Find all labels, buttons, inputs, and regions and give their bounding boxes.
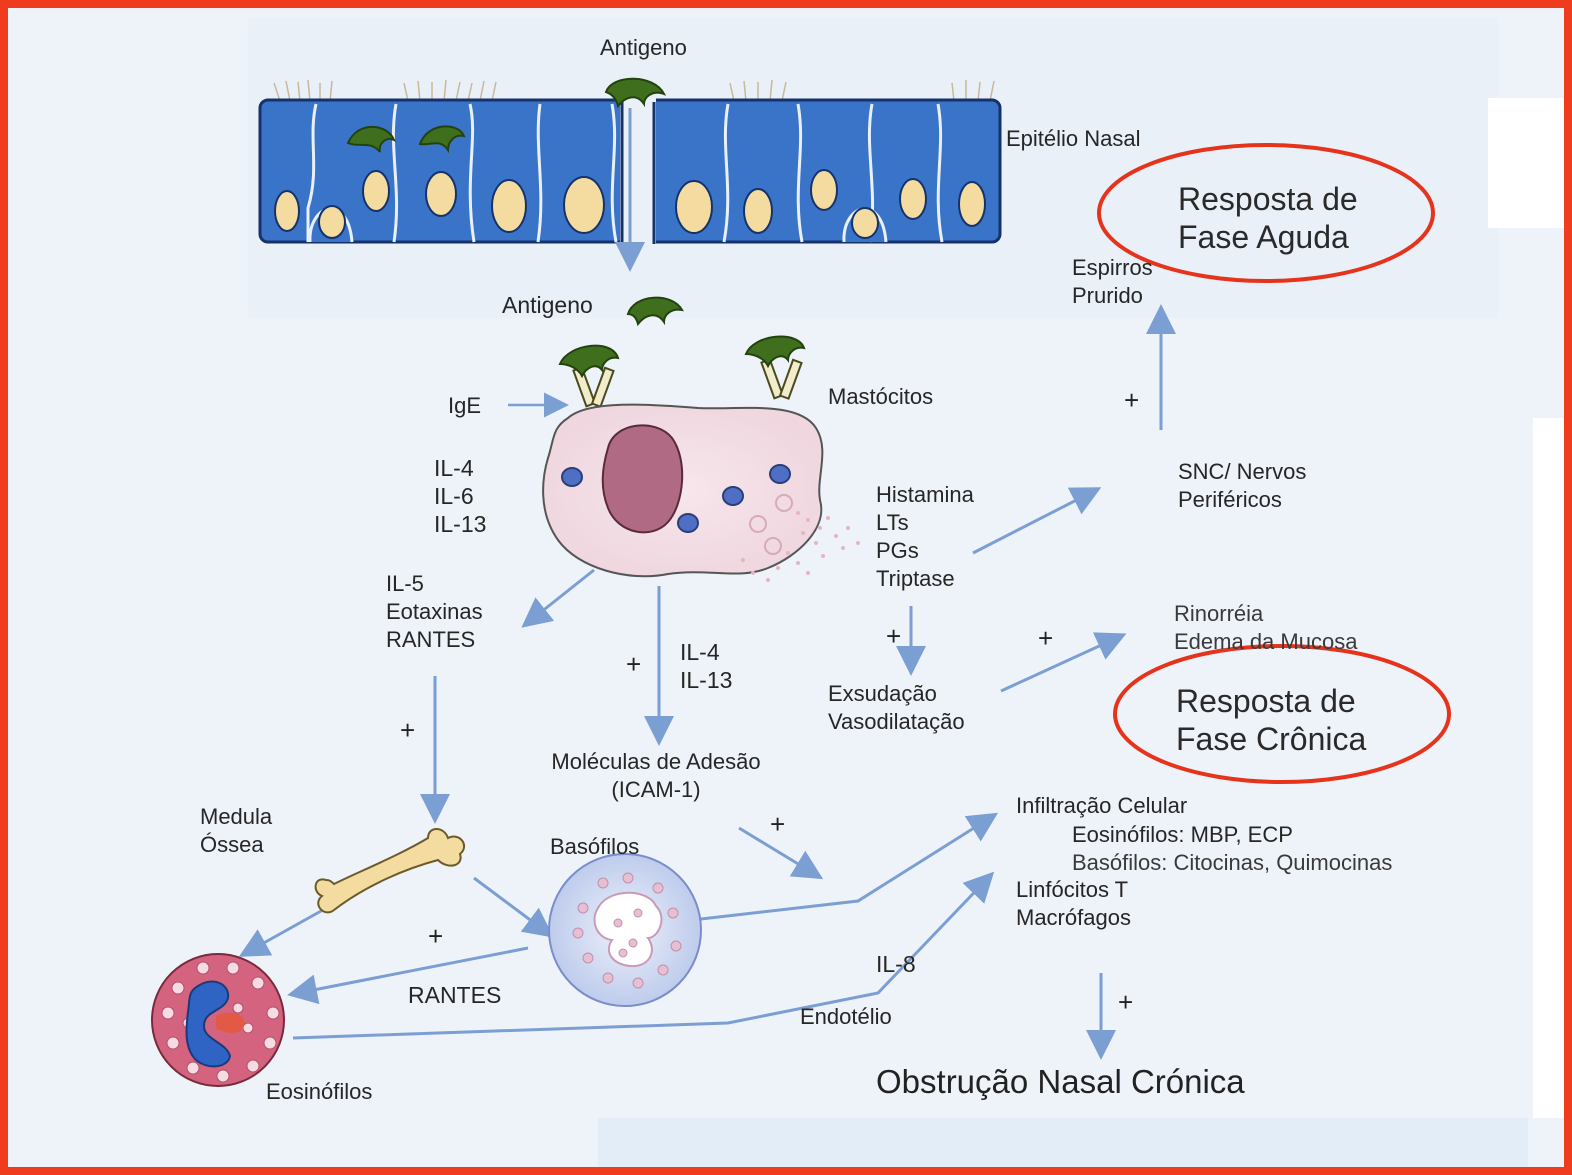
- antigen-mid-shape: [628, 298, 682, 324]
- chronic-response-line-1: Resposta de: [1176, 682, 1366, 720]
- antigen-mid-label: Antigeno: [502, 291, 593, 319]
- exudation-line-1: Exsudação: [828, 680, 965, 708]
- adhesion-line-2: (ICAM-1): [516, 776, 796, 804]
- exudation-label: Exsudação Vasodilatação: [828, 680, 965, 736]
- plus-sign: +: [1124, 386, 1139, 414]
- symptom-itching: Prurido: [1072, 282, 1153, 310]
- infiltration-lymphocytes: Linfócitos T: [1016, 876, 1128, 904]
- plus-sign: +: [428, 922, 443, 950]
- epithelium-label: Epitélio Nasal: [1006, 125, 1141, 153]
- bone-marrow-line-2: Óssea: [200, 831, 272, 859]
- plus-sign: +: [1038, 624, 1053, 652]
- exudation-line-2: Vasodilatação: [828, 708, 965, 736]
- mast-cells-label: Mastócitos: [828, 383, 933, 411]
- mast-mediators: Histamina LTs PGs Triptase: [876, 481, 974, 593]
- plus-sign: +: [1118, 988, 1133, 1016]
- cns-line-2: Periféricos: [1178, 486, 1306, 514]
- endothelium-label: Endotélio: [800, 1003, 892, 1031]
- il8-label: IL-8: [876, 950, 916, 978]
- cytokine-il4: IL-4: [434, 454, 486, 482]
- plus-sign: +: [886, 622, 901, 650]
- infiltration-macrophages: Macrófagos: [1016, 904, 1131, 932]
- mediator-lts: LTs: [876, 509, 974, 537]
- secretion-symptoms: Rinorréia Edema da Mucosa: [1174, 600, 1357, 656]
- bone-shape: [316, 829, 464, 912]
- basophils-label: Basófilos: [550, 833, 639, 861]
- symptom-rhinorrhea: Rinorréia: [1174, 600, 1357, 628]
- acute-response-title: Resposta de Fase Aguda: [1178, 180, 1358, 256]
- plus-sign: +: [626, 650, 641, 678]
- basophil-cell: [549, 854, 701, 1006]
- infiltration-eosinophils: Eosinófilos: MBP, ECP: [1072, 821, 1293, 849]
- infiltration-header: Infiltração Celular: [1016, 792, 1187, 820]
- cns-line-1: SNC/ Nervos: [1178, 458, 1306, 486]
- cytokine-il13: IL-13: [434, 510, 486, 538]
- down-il4: IL-4: [680, 638, 732, 666]
- mediator-tryptase: Triptase: [876, 565, 974, 593]
- bone-marrow-line-1: Medula: [200, 803, 272, 831]
- plus-sign: +: [770, 810, 785, 838]
- mediator-il5: IL-5: [386, 570, 483, 598]
- bone-marrow-label: Medula Óssea: [200, 803, 272, 859]
- eosinophil-cell: [152, 954, 284, 1086]
- mediator-rantes: RANTES: [386, 626, 483, 654]
- symptom-sneezing: Espirros: [1072, 254, 1153, 282]
- down-il13: IL-13: [680, 666, 732, 694]
- mediator-pgs: PGs: [876, 537, 974, 565]
- mediator-eotaxins: Eotaxinas: [386, 598, 483, 626]
- mast-cytokines: IL-4 IL-6 IL-13: [434, 454, 486, 538]
- down-cytokines: IL-4 IL-13: [680, 638, 732, 694]
- symptom-edema: Edema da Mucosa: [1174, 628, 1357, 656]
- mast-cell: [543, 337, 860, 582]
- adhesion-label: Moléculas de Adesão (ICAM-1): [516, 748, 796, 804]
- cytokine-il6: IL-6: [434, 482, 486, 510]
- eos-mediators: IL-5 Eotaxinas RANTES: [386, 570, 483, 654]
- outcome-label: Obstrução Nasal Crónica: [876, 1063, 1245, 1101]
- chronic-response-line-2: Fase Crônica: [1176, 720, 1366, 758]
- antigen-top-label: Antigeno: [600, 34, 687, 62]
- eosinophils-label: Eosinófilos: [266, 1078, 372, 1106]
- mediator-histamine: Histamina: [876, 481, 974, 509]
- chronic-response-title: Resposta de Fase Crônica: [1176, 682, 1366, 758]
- rantes-bottom-label: RANTES: [408, 981, 501, 1009]
- plus-sign: +: [400, 716, 415, 744]
- adhesion-line-1: Moléculas de Adesão: [516, 748, 796, 776]
- cns-label: SNC/ Nervos Periféricos: [1178, 458, 1306, 514]
- ige-label: IgE: [448, 392, 481, 420]
- acute-response-line-2: Fase Aguda: [1178, 218, 1358, 256]
- infiltration-basophils: Basófilos: Citocinas, Quimocinas: [1072, 849, 1392, 877]
- acute-symptoms: Espirros Prurido: [1072, 254, 1153, 310]
- acute-response-line-1: Resposta de: [1178, 180, 1358, 218]
